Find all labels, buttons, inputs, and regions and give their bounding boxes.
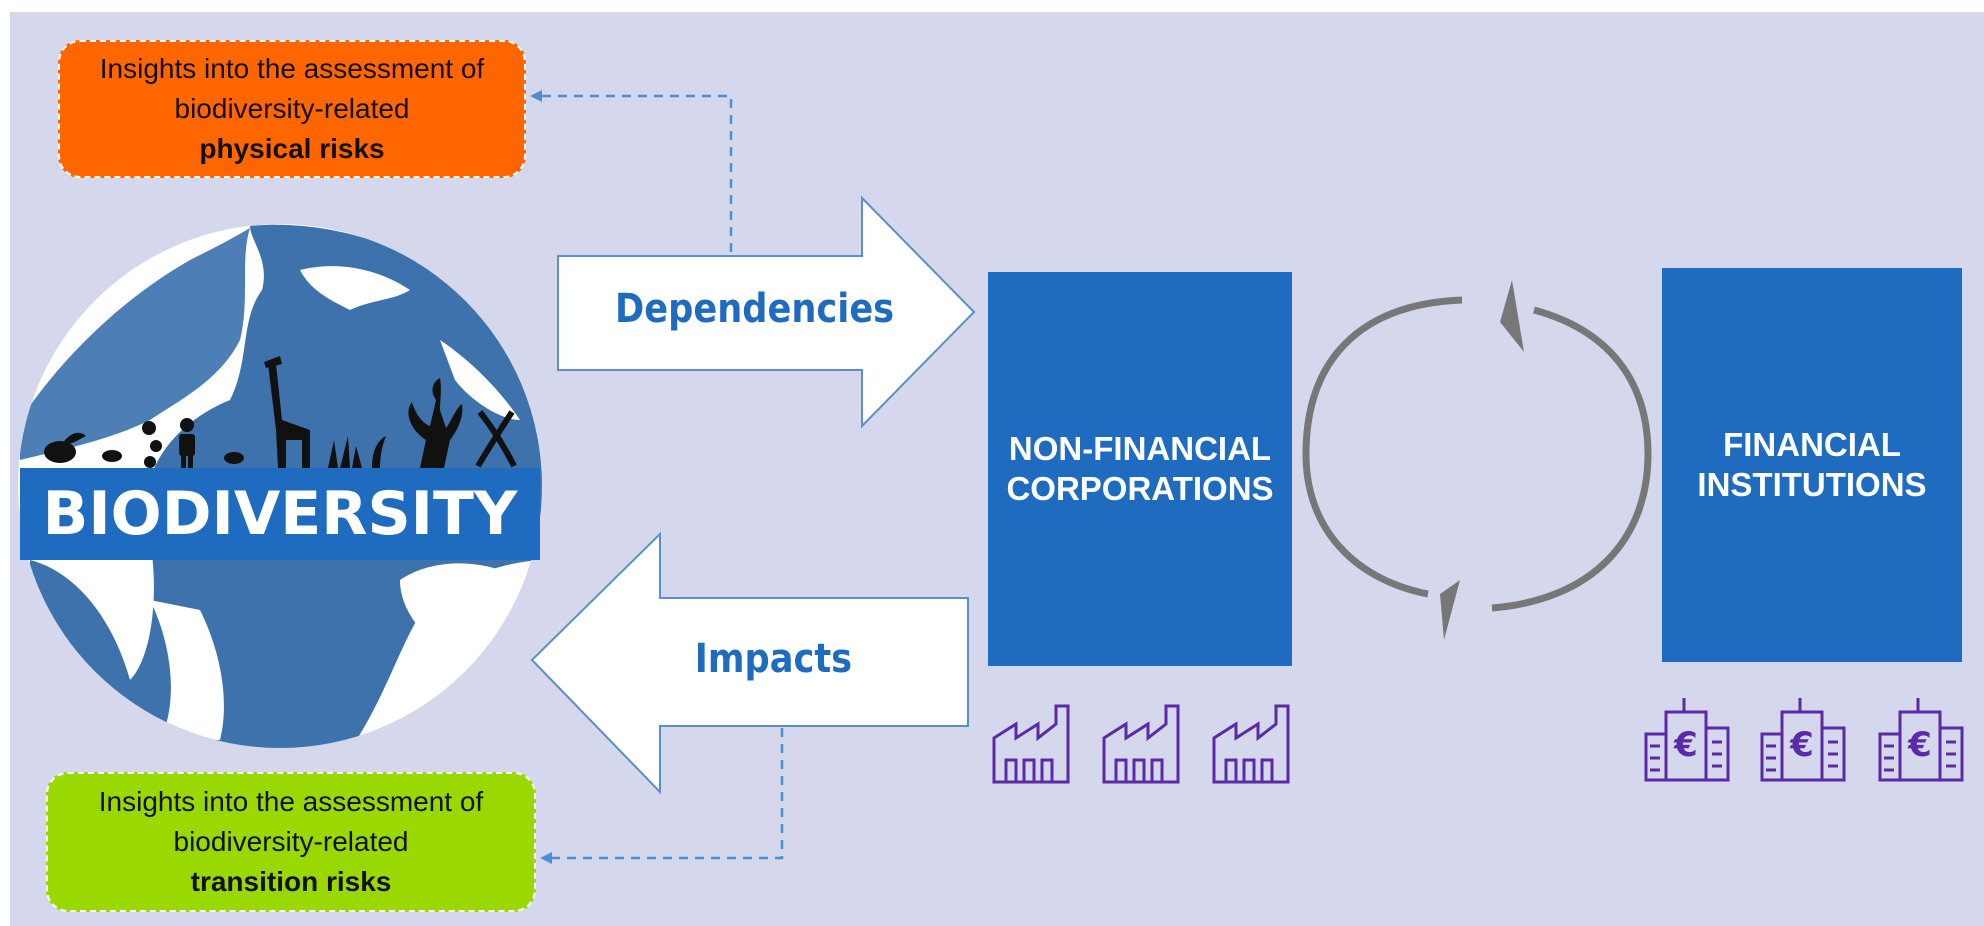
connector-physical-arrowhead [530, 90, 542, 102]
transition-note-line1: Insights into the assessment of [98, 786, 484, 817]
connector-transition-risks [548, 728, 784, 860]
financial-institutions-box: FINANCIAL INSTITUTIONS [1662, 268, 1962, 662]
factory-icon [992, 704, 1070, 784]
dependencies-arrow [557, 195, 976, 429]
transition-note-line2: biodiversity-related [173, 826, 409, 857]
bank-building-icon [1644, 698, 1730, 782]
physical-note-emphasis: physical risks [199, 133, 385, 164]
dependencies-label: Dependencies [615, 286, 895, 332]
nfc-line1: NON-FINANCIAL [1008, 430, 1272, 467]
biodiversity-label: BIODIVERSITY [20, 468, 540, 560]
connector-physical-risks [538, 94, 733, 252]
euro-symbol: € [1907, 725, 1932, 765]
euro-symbol: € [1789, 725, 1814, 765]
transition-note-emphasis: transition risks [190, 866, 392, 897]
physical-risks-note: Insights into the assessment of biodiver… [58, 40, 526, 178]
biodiversity-text: BIODIVERSITY [42, 479, 518, 549]
transition-risks-note: Insights into the assessment of biodiver… [46, 772, 536, 912]
factory-icon [1212, 704, 1290, 784]
factory-icon [1102, 704, 1180, 784]
fi-line1: FINANCIAL [1723, 426, 1901, 463]
physical-note-line2: biodiversity-related [174, 93, 410, 124]
cycle-arrows-icon [1302, 280, 1652, 640]
bank-building-icon [1878, 698, 1964, 782]
physical-note-line1: Insights into the assessment of [99, 53, 485, 84]
species-silhouettes [44, 356, 517, 468]
nfc-line2: CORPORATIONS [1006, 470, 1274, 507]
non-financial-corporations-box: NON-FINANCIAL CORPORATIONS [988, 272, 1292, 666]
connector-transition-arrowhead [540, 852, 552, 864]
bank-building-icon [1760, 698, 1846, 782]
impacts-arrow [530, 531, 969, 795]
fi-line2: INSTITUTIONS [1697, 466, 1927, 503]
euro-symbol: € [1673, 725, 1698, 765]
impacts-label: Impacts [694, 636, 853, 682]
